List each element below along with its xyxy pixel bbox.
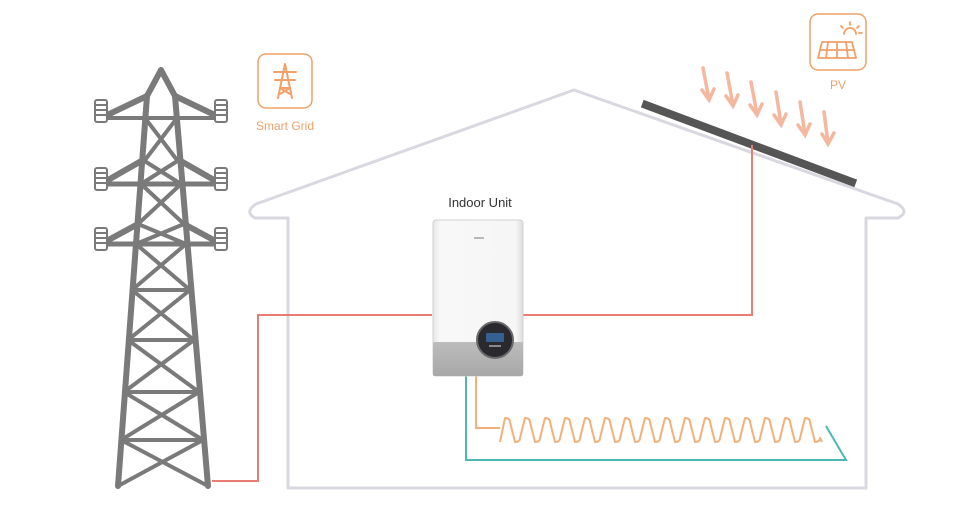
solar-panel-sun-icon [809,13,867,71]
transmission-tower [98,67,224,489]
sun-rays-arrows [700,66,836,148]
solar-panel [640,99,858,188]
water-return-line [465,376,848,461]
house-outline [248,88,906,490]
heating-supply-line [475,376,500,429]
indoor-unit [432,219,524,377]
pv-label: PV [830,78,846,92]
power-tower-icon [257,53,313,109]
tower-insulators [94,99,228,251]
smart-grid-label: Smart Grid [256,119,314,133]
indoor-unit-label: Indoor Unit [448,195,512,210]
underfloor-heating-coil [499,417,823,443]
grid-power-line [212,314,432,482]
pv-power-line [522,145,753,316]
